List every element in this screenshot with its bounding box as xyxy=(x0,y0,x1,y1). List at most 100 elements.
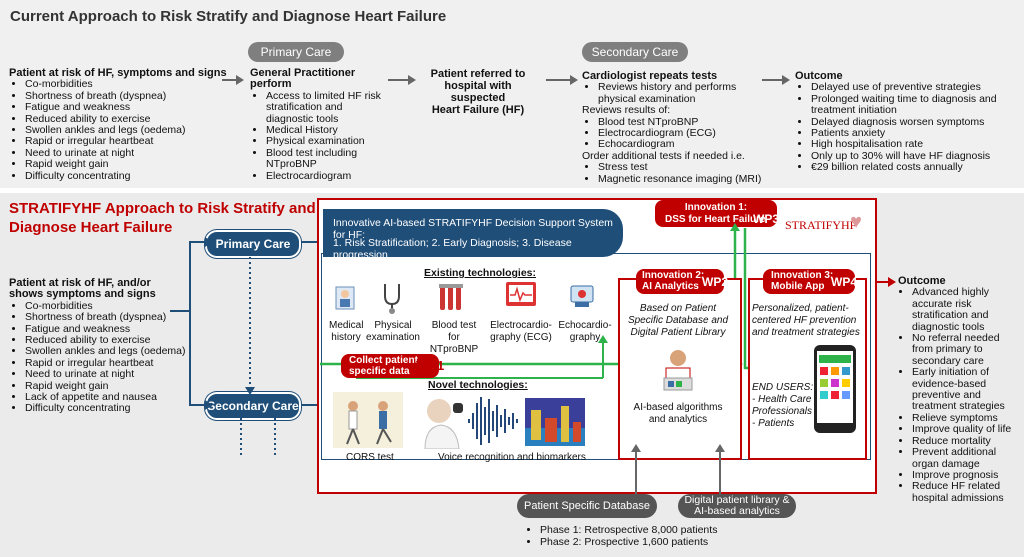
outcome-heading: Outcome xyxy=(898,275,946,287)
list-item: Magnetic resonance imaging (MRI) xyxy=(598,173,772,185)
patient-database-pill: Patient Specific Database xyxy=(517,494,657,518)
list-item: Swollen ankles and legs (oedema) xyxy=(25,124,239,136)
list-item: Need to urinate at night xyxy=(25,368,199,380)
list-item: Reduced ability to exercise xyxy=(25,334,199,346)
list-item: Co-morbidities xyxy=(25,300,199,312)
list-item: Difficulty concentrating xyxy=(25,170,239,182)
list-item: Need to urinate at night xyxy=(25,147,239,159)
gp-heading: General Practitioner xyxy=(250,67,356,79)
list-item: Rapid or irregular heartbeat xyxy=(25,357,199,369)
cardio-reviews-label: Reviews results of: xyxy=(582,104,671,117)
end-user-item: - Health Care xyxy=(752,394,812,405)
list-item: Delayed use of preventive strategies xyxy=(811,81,1017,93)
current-patient-list: Co-morbidities Shortness of breath (dysp… xyxy=(9,78,239,182)
stratifyhf-title-line: Diagnose Heart Failure xyxy=(9,219,173,236)
collect-data-badge: Collect patient specific data xyxy=(341,354,439,378)
arrowhead xyxy=(570,75,578,85)
list-item: Blood test NTproBNP xyxy=(598,116,772,128)
stratifyhf-title: STRATIFYHF Approach to Risk Stratify and… xyxy=(9,199,316,237)
gp-block: General Practitioner perform Access to l… xyxy=(250,67,390,182)
innov2-line1: Innovation 2: xyxy=(642,270,705,281)
outcome-list: Advanced highly accurate risk stratifica… xyxy=(898,287,1020,504)
stethoscope-icon xyxy=(379,282,405,314)
phone-app-icon xyxy=(814,345,856,433)
cardio-list-c: Stress test Magnetic resonance imaging (… xyxy=(582,161,772,185)
secondary-care-badge: Secondary Care xyxy=(205,392,301,420)
wp2-label: WP2 xyxy=(702,275,729,289)
list-item: Physical examination xyxy=(266,136,390,148)
stratifyhf-logo: STRATIFYHF xyxy=(785,218,857,232)
stratifyhf-title-line: STRATIFYHF Approach to Risk Stratify and xyxy=(9,200,316,217)
gp-list: Access to limited HF risk stratification… xyxy=(250,90,390,182)
arrowhead xyxy=(245,387,255,395)
tech-label: graphy xyxy=(569,332,601,343)
spectrogram-icon xyxy=(525,398,585,446)
lib-line: AI-based analytics xyxy=(694,505,780,517)
list-item: Echocardiogram xyxy=(598,139,772,151)
voice-waveform-icon xyxy=(466,393,522,449)
referred-line: Patient referred to xyxy=(430,68,526,80)
cardio-order-label: Order additional tests if needed i.e. xyxy=(582,149,745,162)
innov3-line2: Mobile App xyxy=(771,281,825,292)
list-item: Reviews history and performs physical ex… xyxy=(598,82,772,105)
tech-item: Blood test for NTproBNP xyxy=(424,320,484,356)
arrowhead xyxy=(205,400,213,410)
current-patient-block: Patient at risk of HF, symptoms and sign… xyxy=(9,67,239,182)
current-approach-panel xyxy=(0,0,1024,188)
list-item: Rapid weight gain xyxy=(25,380,199,392)
flow-arrow xyxy=(388,79,408,81)
voice-label: Voice recognition and biomarkers xyxy=(438,452,586,463)
wp4-label: WP4 xyxy=(831,275,858,289)
novel-tech-label: Novel technologies: xyxy=(428,379,528,391)
gp-heading-2: perform xyxy=(250,78,292,91)
ecg-monitor-icon xyxy=(505,281,537,311)
innov1-line1: Innovation 1: xyxy=(684,202,748,213)
digital-library-pill: Digital patient library & AI-based analy… xyxy=(678,494,796,518)
connector-lines xyxy=(170,237,896,455)
current-outcome-block: Outcome Delayed use of preventive strate… xyxy=(795,70,1017,174)
tech-label: history xyxy=(331,332,361,343)
echo-device-icon xyxy=(569,284,597,310)
list-item: Early initiation of evidence-based preve… xyxy=(912,367,1020,413)
tech-item: Electrocardio- graphy (ECG) xyxy=(489,320,553,344)
flow-arrow xyxy=(222,79,236,81)
ai-alg-line: AI-based algorithms xyxy=(633,402,723,413)
list-item: Fatigue and weakness xyxy=(25,101,239,113)
arrowhead xyxy=(888,277,896,287)
list-item: Improve quality of life xyxy=(912,423,1020,435)
tech-label: graphy (ECG) xyxy=(490,332,552,343)
tech-label: Electrocardio- xyxy=(490,320,552,331)
list-item: Prevent additional organ damage xyxy=(912,446,1020,470)
collect-line-2: specific data xyxy=(349,366,410,377)
list-item: Only up to 30% will have HF diagnosis xyxy=(811,150,1017,162)
list-item: Difficulty concentrating xyxy=(25,403,199,415)
tech-item: Echocardio- graphy xyxy=(558,320,612,344)
end-users-block: END USERS: - Health Care Professionals -… xyxy=(752,382,814,430)
list-item: Reduce HF related hospital admissions xyxy=(912,481,1020,504)
arrowhead xyxy=(730,223,740,231)
cardio-list-b: Blood test NTproBNP Electrocardiogram (E… xyxy=(582,116,772,151)
ai-analyst-icon xyxy=(658,348,698,392)
current-outcome-list: Delayed use of preventive strategies Pro… xyxy=(795,81,1017,173)
arrowhead xyxy=(205,237,213,247)
cardiologist-block: Cardiologist repeats tests Reviews histo… xyxy=(582,70,772,185)
tech-label: Physical xyxy=(374,320,412,331)
wp3-label: WP3 xyxy=(753,212,780,226)
collect-line-1: Collect patient xyxy=(349,355,418,366)
stratifyhf-patient-block: Patient at risk of HF, and/or shows symp… xyxy=(9,277,199,415)
end-user-item: - Patients xyxy=(752,418,795,429)
innov3-line1: Innovation 3: xyxy=(771,270,834,281)
heart-logo-icon: ♥ xyxy=(850,210,862,233)
cors-label: CORS test xyxy=(346,452,394,463)
list-item: Stress test xyxy=(598,161,772,173)
flow-arrow xyxy=(762,79,782,81)
tech-label: Echocardio- xyxy=(558,320,612,331)
referred-block: Patient referred to hospital with suspec… xyxy=(418,68,538,116)
list-item: Phase 1: Retrospective 8,000 patients xyxy=(540,524,717,536)
ai-alg-line: and analytics xyxy=(648,414,708,425)
list-item: Fatigue and weakness xyxy=(25,323,199,335)
doctor-icon xyxy=(419,393,465,450)
list-item: Co-morbidities xyxy=(25,78,239,90)
list-item: Electrocardiogram (ECG) xyxy=(598,127,772,139)
list-item: No referral needed from primary to secon… xyxy=(912,332,1020,367)
